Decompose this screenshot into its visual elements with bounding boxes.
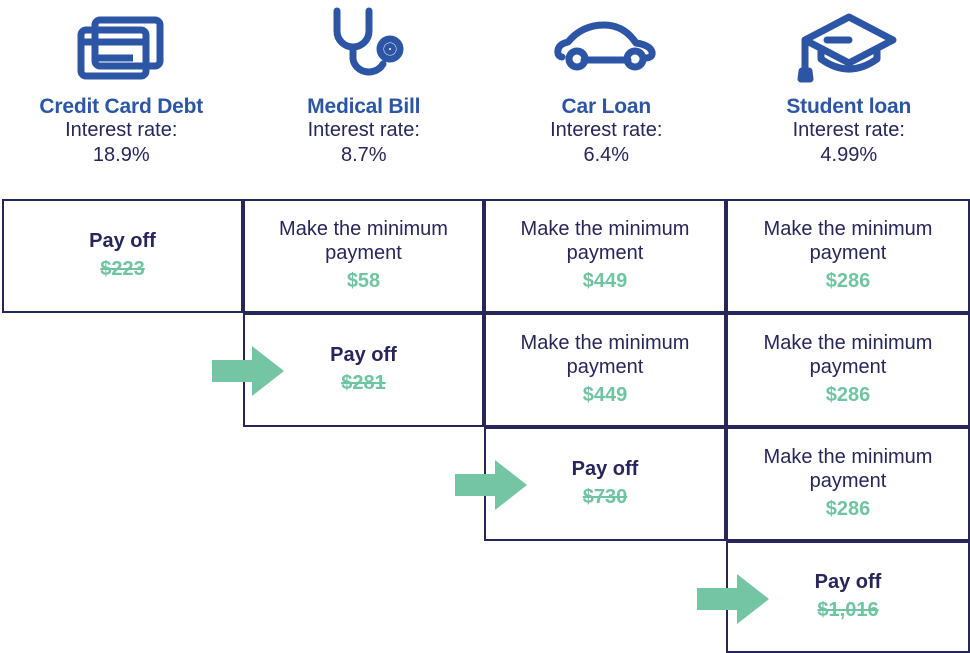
cell-amount: $58 — [346, 269, 381, 292]
cell-amount: $286 — [825, 383, 871, 406]
stethoscope-icon — [321, 0, 407, 96]
debt-name: Medical Bill — [307, 95, 421, 118]
cell-amount: $223 — [100, 257, 145, 280]
cell-action: Pay off — [571, 458, 639, 481]
column-header-medical-bill: Medical Bill Interest rate: 8.7% — [243, 0, 486, 196]
cell-action: Make the minimum payment — [520, 332, 690, 378]
cell-amount: $449 — [582, 269, 628, 292]
column-header-credit-card-debt: Credit Card Debt Interest rate: 18.9% — [0, 0, 243, 196]
interest-rate-label: Interest rate: — [307, 119, 420, 142]
interest-rate-value: 6.4% — [583, 144, 630, 167]
cell-amount: $1,016 — [817, 598, 879, 621]
cell-action: Make the minimum payment — [520, 218, 690, 264]
interest-rate-value: 8.7% — [340, 144, 387, 167]
table-cell: Make the minimum payment $449 — [484, 199, 726, 313]
cell-amount: $730 — [582, 485, 628, 508]
cell-action: Make the minimum payment — [763, 218, 933, 264]
graduation-cap-icon — [797, 0, 901, 96]
payoff-arrow-car-loan — [455, 458, 527, 512]
cell-action: Make the minimum payment — [763, 332, 933, 378]
table-cell: Pay off $223 — [2, 199, 243, 313]
column-header-car-loan: Car Loan Interest rate: 6.4% — [485, 0, 728, 196]
interest-rate-value: 4.99% — [820, 144, 878, 167]
cell-action: Make the minimum payment — [763, 446, 933, 492]
payoff-arrow-student-loan — [697, 572, 769, 626]
interest-rate-label: Interest rate: — [792, 119, 905, 142]
table-cell: Make the minimum payment $286 — [726, 199, 970, 313]
payoff-arrow-medical-bill — [212, 344, 284, 398]
table-cell: Pay off $281 — [243, 313, 484, 427]
interest-rate-label: Interest rate: — [65, 119, 178, 142]
interest-rate-value: 18.9% — [92, 144, 150, 167]
car-icon — [551, 0, 661, 96]
cell-action: Make the minimum payment — [279, 218, 448, 264]
cell-amount: $286 — [825, 269, 871, 292]
credit-cards-icon — [73, 0, 169, 96]
debt-name: Credit Card Debt — [39, 95, 204, 118]
table-cell: Make the minimum payment $449 — [484, 313, 726, 427]
cell-action: Pay off — [814, 571, 882, 594]
table-cell: Make the minimum payment $286 — [726, 427, 970, 541]
cell-action: Pay off — [330, 344, 397, 367]
cell-amount: $449 — [582, 383, 628, 406]
cell-amount: $281 — [341, 371, 386, 394]
debt-name: Student loan — [786, 95, 912, 118]
cell-action: Pay off — [89, 230, 156, 253]
column-header-student-loan: Student loan Interest rate: 4.99% — [728, 0, 970, 196]
cell-amount: $286 — [825, 497, 871, 520]
debt-name: Car Loan — [561, 95, 652, 118]
table-cell: Make the minimum payment $286 — [726, 313, 970, 427]
interest-rate-label: Interest rate: — [550, 119, 663, 142]
column-headers: Credit Card Debt Interest rate: 18.9% Me… — [0, 0, 970, 196]
table-cell: Make the minimum payment $58 — [243, 199, 484, 313]
